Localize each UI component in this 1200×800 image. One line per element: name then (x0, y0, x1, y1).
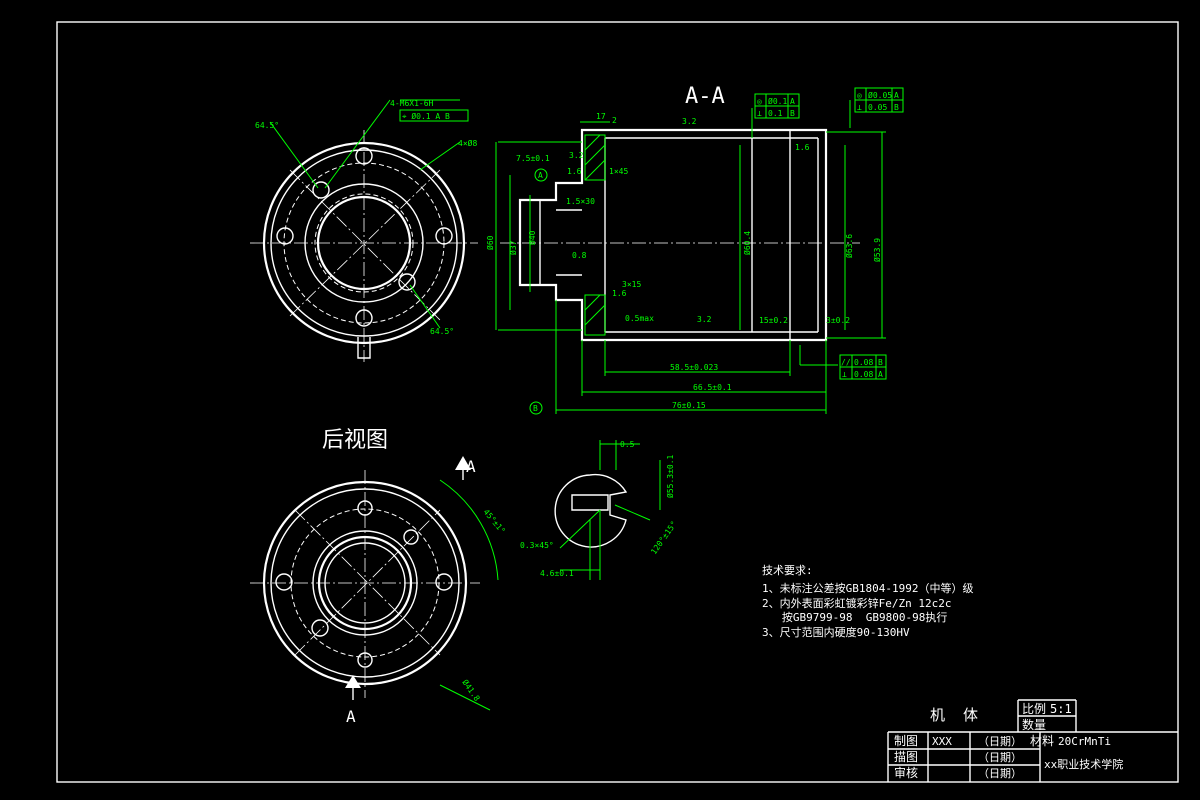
gdt-bottom-row1-val: 0.08 (854, 358, 873, 367)
rough-4: 1.6 (612, 289, 627, 298)
material: 20CrMnTi (1058, 735, 1111, 748)
rough-3: 1.6 (795, 143, 810, 152)
row2-label: 描图 (894, 750, 918, 764)
gdt-top-row1-val: Ø0.1 (768, 96, 787, 106)
detail-dim-angle: 120°±15° (649, 519, 678, 556)
dim-left-1-5x30: 1.5×30 (566, 197, 595, 206)
rough-1: 3.2 (682, 117, 697, 126)
gdt-bottom-row2-sym: ⊥ (842, 370, 847, 379)
title-block (887, 699, 1178, 782)
dim-bottom-66-5: 66.5±0.1 (693, 383, 732, 392)
gdt-bottom-frame (839, 354, 887, 380)
dim-top-2: 2 (612, 116, 617, 125)
gdt-top-row2-val: 0.1 (768, 109, 783, 118)
section-view (495, 100, 886, 415)
dim-inner-15: 15±0.2 (759, 316, 788, 325)
hole-spec-label: 4×Ø8 (458, 138, 477, 148)
dim-left-3x15: 3×15 (622, 280, 641, 289)
row3-label: 审核 (894, 765, 918, 780)
gdt-right-row2-val: 0.05 (868, 103, 887, 112)
gdt-bottom-row1-ref: B (878, 358, 883, 367)
gdt-bottom-row1-sym: // (841, 358, 851, 367)
gdt-bottom-row2-val: 0.08 (854, 370, 873, 379)
dim-left-40: Ø40 (527, 230, 537, 245)
row1-label: 制图 (894, 734, 918, 748)
rough-2: 3.2 (697, 315, 712, 324)
front-view (250, 99, 478, 362)
gdt-top-row2-ref: B (790, 109, 795, 118)
sheet-border (56, 21, 1179, 783)
cut-marker-bottom: A (346, 707, 356, 726)
dim-left-37: Ø37 (508, 240, 518, 255)
part-name: 机 体 (930, 706, 978, 724)
angle-top-label: 64.5° (255, 121, 279, 130)
dim-inner-3: 3±0.2 (826, 316, 850, 325)
row3-date: （日期） (978, 767, 1022, 780)
dim-left-1x45: 1×45 (609, 167, 628, 176)
cut-marker-top: A (466, 457, 476, 476)
rear-dia-label: Ø41.8 (460, 677, 482, 703)
gdt-bottom-row2-ref: A (878, 370, 883, 379)
dim-top-17: 17 (596, 112, 606, 121)
gdt-right-row2-sym: ⊥ (857, 103, 862, 112)
dim-inner-60-4: Ø60.4 (742, 231, 752, 255)
scale-label: 比例 (1022, 702, 1046, 716)
section-label: A-A (685, 84, 725, 109)
notes-line-4: 3、尺寸范围内硬度90-130HV (762, 625, 910, 639)
detail-dim-top: 0.5 (620, 440, 635, 449)
dim-inner-53-9: Ø53.9 (872, 238, 882, 262)
gdt-top-row1-sym: ◎ (757, 97, 762, 106)
qty-label: 数量 (1022, 717, 1046, 732)
rough-5: 3.2 (569, 151, 584, 160)
gdt-top-frame (754, 93, 800, 119)
datum-a-label: A (538, 171, 543, 180)
thread-tol-frame (399, 109, 469, 122)
notes-line-1: 1、未标注公差按GB1804-1992（中等）级 (762, 581, 973, 595)
scale-value: 5:1 (1050, 702, 1072, 716)
dim-left-60: Ø60 (485, 235, 495, 250)
detail-dim-width: 4.6±0.1 (540, 569, 574, 578)
thread-tol: ⌖ Ø0.1 A B (402, 111, 450, 121)
dim-left-7-5: 7.5±0.1 (516, 154, 550, 163)
notes-line-3: 按GB9799-98 GB9800-98执行 (762, 610, 947, 624)
gdt-top-row2-sym: ⊥ (757, 109, 762, 118)
angle-bottom-label: 64.5° (430, 327, 454, 336)
rear-view-label: 后视图 (322, 428, 388, 453)
row1-name: XXX (932, 735, 952, 748)
gdt-right-frame (854, 87, 904, 113)
thread-callout: 4-M6X1-6H (390, 99, 434, 108)
gdt-top-row1-ref: A (790, 97, 795, 106)
detail-dim-chamfer: 0.3×45° (520, 541, 554, 550)
gdt-right-row1-val: Ø0.05 (868, 90, 892, 100)
dim-inner-63-6: Ø63.6 (844, 234, 854, 258)
detail-view (554, 440, 661, 580)
rear-view (250, 456, 499, 711)
row2-date: （日期） (978, 751, 1022, 764)
org-name: xx职业技术学院 (1044, 757, 1123, 771)
notes-line-2: 2、内外表面彩虹镀彩锌Fe/Zn 12c2c (762, 596, 951, 610)
dim-bottom-76: 76±0.15 (672, 401, 706, 410)
row1-date: （日期） (978, 735, 1022, 748)
gdt-right-row2-ref: B (894, 103, 899, 112)
rough-6: 1.6 (567, 167, 582, 176)
notes-title: 技术要求: (762, 564, 813, 577)
datum-b-label: B (533, 404, 538, 413)
dim-left-05max: 0.5max (625, 314, 654, 323)
gdt-right-row1-sym: ◎ (857, 91, 862, 100)
gdt-right-row1-ref: A (894, 91, 899, 100)
detail-dim-right: Ø55.3±0.1 (665, 454, 675, 498)
dim-bottom-58-5: 58.5±0.023 (670, 363, 718, 372)
material-label: 材料 (1030, 734, 1054, 748)
rough-7: 0.8 (572, 251, 587, 260)
